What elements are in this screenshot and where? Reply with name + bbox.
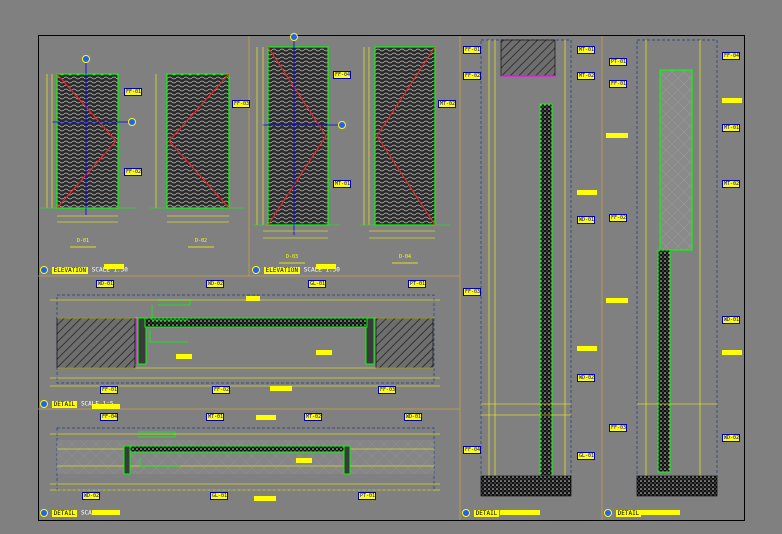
- material-tag: FF-02: [609, 214, 627, 222]
- dimension-bar: [640, 510, 680, 515]
- door-label: D-02: [194, 238, 208, 244]
- material-tag: FF-04: [333, 71, 351, 79]
- door-label: D-03: [285, 254, 299, 260]
- dimension-bar: [104, 264, 124, 269]
- material-tag: WD-01: [722, 316, 740, 324]
- material-tag: MT-01: [722, 124, 740, 132]
- material-tag: FF-03: [378, 386, 396, 394]
- section-marker-icon: [40, 266, 48, 274]
- material-tag: WD-02: [722, 434, 740, 442]
- dimension-bar: [256, 415, 276, 420]
- dimension-bar: [92, 510, 120, 515]
- vertical-section-2: [636, 39, 718, 497]
- material-tag: WD-02: [577, 374, 595, 382]
- section-marker-icon: [40, 400, 48, 408]
- centerline-marker-icon: [128, 118, 136, 126]
- door-elevation-2: [166, 73, 230, 209]
- vertical-section-1: [480, 39, 572, 497]
- material-tag: FF-04: [463, 446, 481, 454]
- material-tag: FF-01: [100, 386, 118, 394]
- section-title-elevation-1: ELEVATION SCALE 1:30: [40, 266, 128, 274]
- door-label: D-01: [76, 238, 90, 244]
- door-label-underlines: [70, 246, 418, 264]
- section-marker-icon: [462, 509, 470, 517]
- material-tag: FF-02: [212, 386, 230, 394]
- section-title-label: DETAIL: [473, 509, 500, 517]
- material-tag: GL-01: [210, 492, 228, 500]
- material-tag: FF-01: [463, 46, 481, 54]
- section-title-label: DETAIL: [51, 400, 78, 408]
- sheet-frame: [38, 35, 745, 521]
- door-elevation-4: [374, 46, 436, 226]
- dimension-bar: [500, 510, 540, 515]
- section-marker-icon: [40, 509, 48, 517]
- material-tag: GL-01: [577, 452, 595, 460]
- dimension-bar: [316, 264, 336, 269]
- material-tag: MT-01: [333, 180, 351, 188]
- dimension-bar: [722, 350, 742, 355]
- material-tag: WD-01: [404, 413, 422, 421]
- material-tag: WD-01: [96, 280, 114, 288]
- dimension-bar: [316, 350, 332, 355]
- dimension-bar: [296, 458, 312, 463]
- material-tag: WD-01: [577, 216, 595, 224]
- section-title-scale: SCALE 1:30: [303, 266, 340, 274]
- dimension-bar: [246, 296, 260, 301]
- material-tag: MT-01: [577, 46, 595, 54]
- section-title-label: ELEVATION: [51, 266, 89, 274]
- dimension-bar: [270, 386, 292, 391]
- section-title-label: ELEVATION: [263, 266, 301, 274]
- dimension-bar: [577, 190, 597, 195]
- material-tag: MT-01: [206, 413, 224, 421]
- dimension-bar: [606, 133, 628, 138]
- material-tag: MT-02: [438, 100, 456, 108]
- panel-dividers: [38, 36, 603, 520]
- section-marker-icon: [252, 266, 260, 274]
- dimension-bar: [577, 346, 597, 351]
- material-tag: FF-01: [124, 88, 142, 96]
- material-tag: MT-02: [722, 180, 740, 188]
- material-tag: WD-02: [206, 280, 224, 288]
- door-elevation-3: [262, 36, 346, 235]
- dimension-bar: [254, 496, 276, 501]
- section-title-scale: SCALE 1:30: [91, 266, 128, 274]
- material-tag: MT-02: [304, 413, 322, 421]
- material-tag: FF-03: [232, 100, 250, 108]
- dimension-bar: [606, 298, 628, 303]
- material-tag: FF-01: [609, 80, 627, 88]
- material-tag: FF-02: [124, 168, 142, 176]
- section-marker-icon: [604, 509, 612, 517]
- plan-detail-1: [50, 294, 440, 387]
- material-tag: FF-04: [722, 52, 740, 60]
- dimension-bar: [92, 404, 120, 409]
- material-tag: PT-01: [408, 280, 426, 288]
- material-tag: PT-01: [609, 58, 627, 66]
- material-tag: PT-01: [358, 492, 376, 500]
- dimension-bar: [722, 98, 742, 103]
- material-tag: WD-02: [82, 492, 100, 500]
- door-elevation-1: [52, 60, 133, 215]
- plan-detail-2: [50, 427, 440, 491]
- door-label: D-04: [398, 254, 412, 260]
- centerline-marker-icon: [82, 55, 90, 63]
- centerline-marker-icon: [338, 121, 346, 129]
- material-tag: MT-02: [577, 72, 595, 80]
- dimension-bar: [176, 354, 192, 359]
- material-tag: GL-01: [308, 280, 326, 288]
- elevation-dimensions: [40, 47, 450, 239]
- material-tag: FF-04: [100, 413, 118, 421]
- section-title-elevation-2: ELEVATION SCALE 1:30: [252, 266, 340, 274]
- section-title-label: DETAIL: [51, 509, 78, 517]
- material-tag: FF-03: [609, 424, 627, 432]
- section-title-label: DETAIL: [615, 509, 642, 517]
- material-tag: FF-02: [463, 72, 481, 80]
- material-tag: FF-03: [463, 288, 481, 296]
- centerline-marker-icon: [290, 33, 298, 41]
